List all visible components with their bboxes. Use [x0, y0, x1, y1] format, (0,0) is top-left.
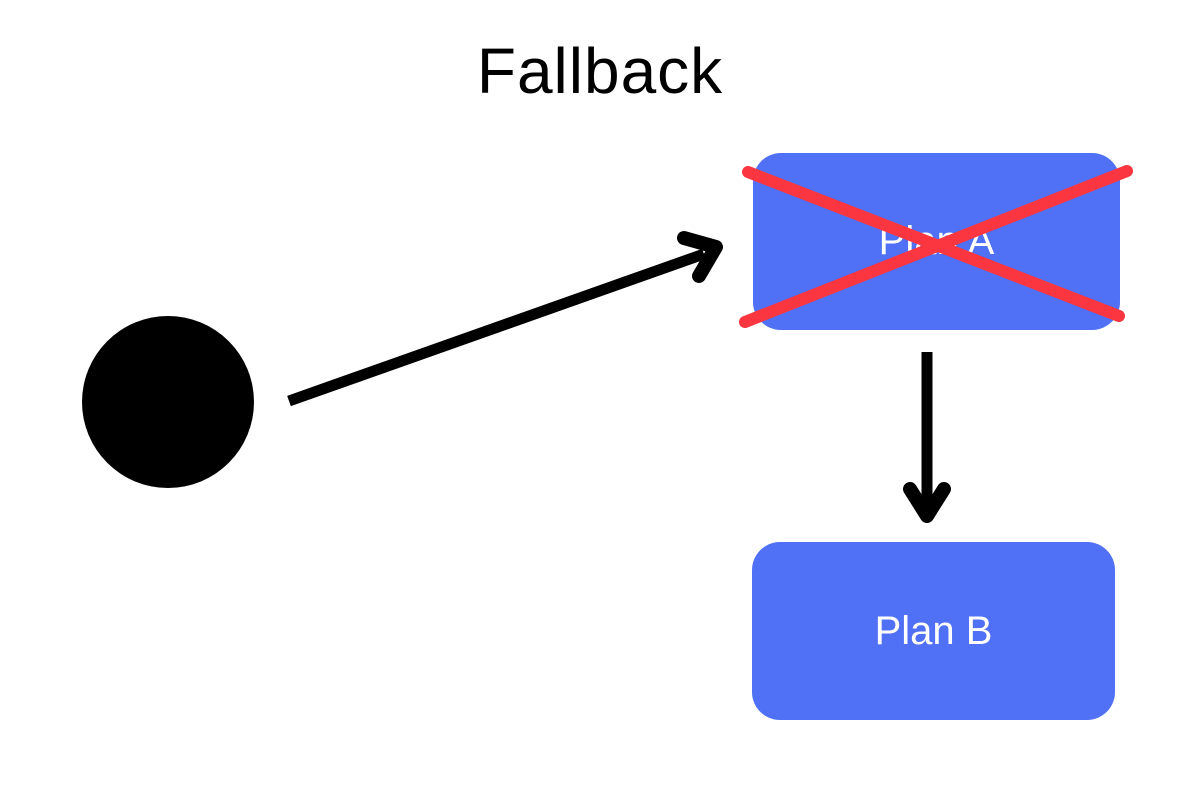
arrow-plan-a-to-plan-b: [903, 352, 951, 523]
arrow-start-to-plan-a: [287, 231, 723, 407]
node-plan-a-label: Plan A: [878, 219, 995, 263]
arrow-head-icon: [677, 231, 723, 283]
node-plan-b: Plan B: [752, 542, 1115, 720]
node-plan-a: Plan A: [753, 153, 1120, 330]
arrow-shaft: [287, 248, 706, 407]
node-plan-b-label: Plan B: [874, 608, 993, 653]
start-node-circle: [82, 316, 254, 488]
arrow-head-icon: [903, 482, 951, 523]
diagram-title: Fallback: [476, 35, 724, 107]
